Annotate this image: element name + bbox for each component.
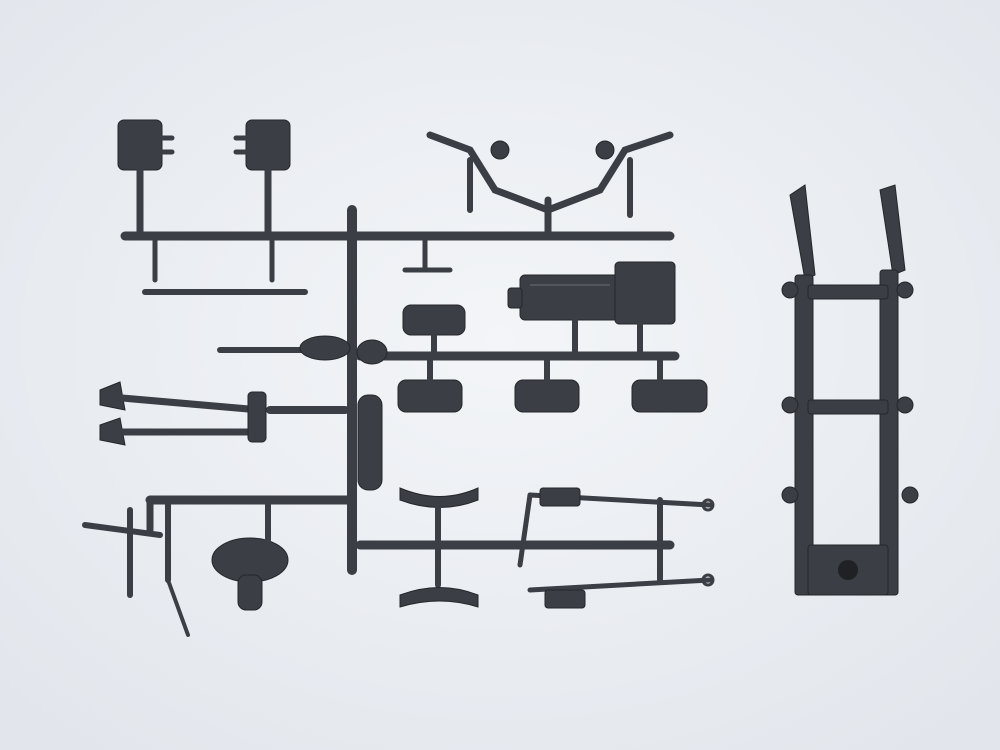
tie-rod [142,233,308,295]
leaf-spring-upper [517,487,713,583]
crank-handle [82,497,190,637]
gearbox [507,261,676,359]
spring-bracket-upper [399,487,479,588]
leaf-spring-lower [527,498,715,609]
axle-shafts [99,381,267,446]
differential [211,497,289,611]
sprue-runners [120,205,680,575]
spring-hanger-2 [514,353,580,413]
spring-hanger-top [402,304,466,359]
chassis-frame [781,184,919,596]
small-pin [402,237,453,273]
fuel-tank-right [233,119,291,240]
drive-shaft [217,335,388,365]
rear-panel [357,394,383,491]
spring-hanger-1 [397,353,463,413]
spring-bracket-lower [399,587,479,608]
fuel-tank-left [117,119,175,240]
steering-arms [426,131,674,240]
spring-hanger-3 [631,353,708,413]
